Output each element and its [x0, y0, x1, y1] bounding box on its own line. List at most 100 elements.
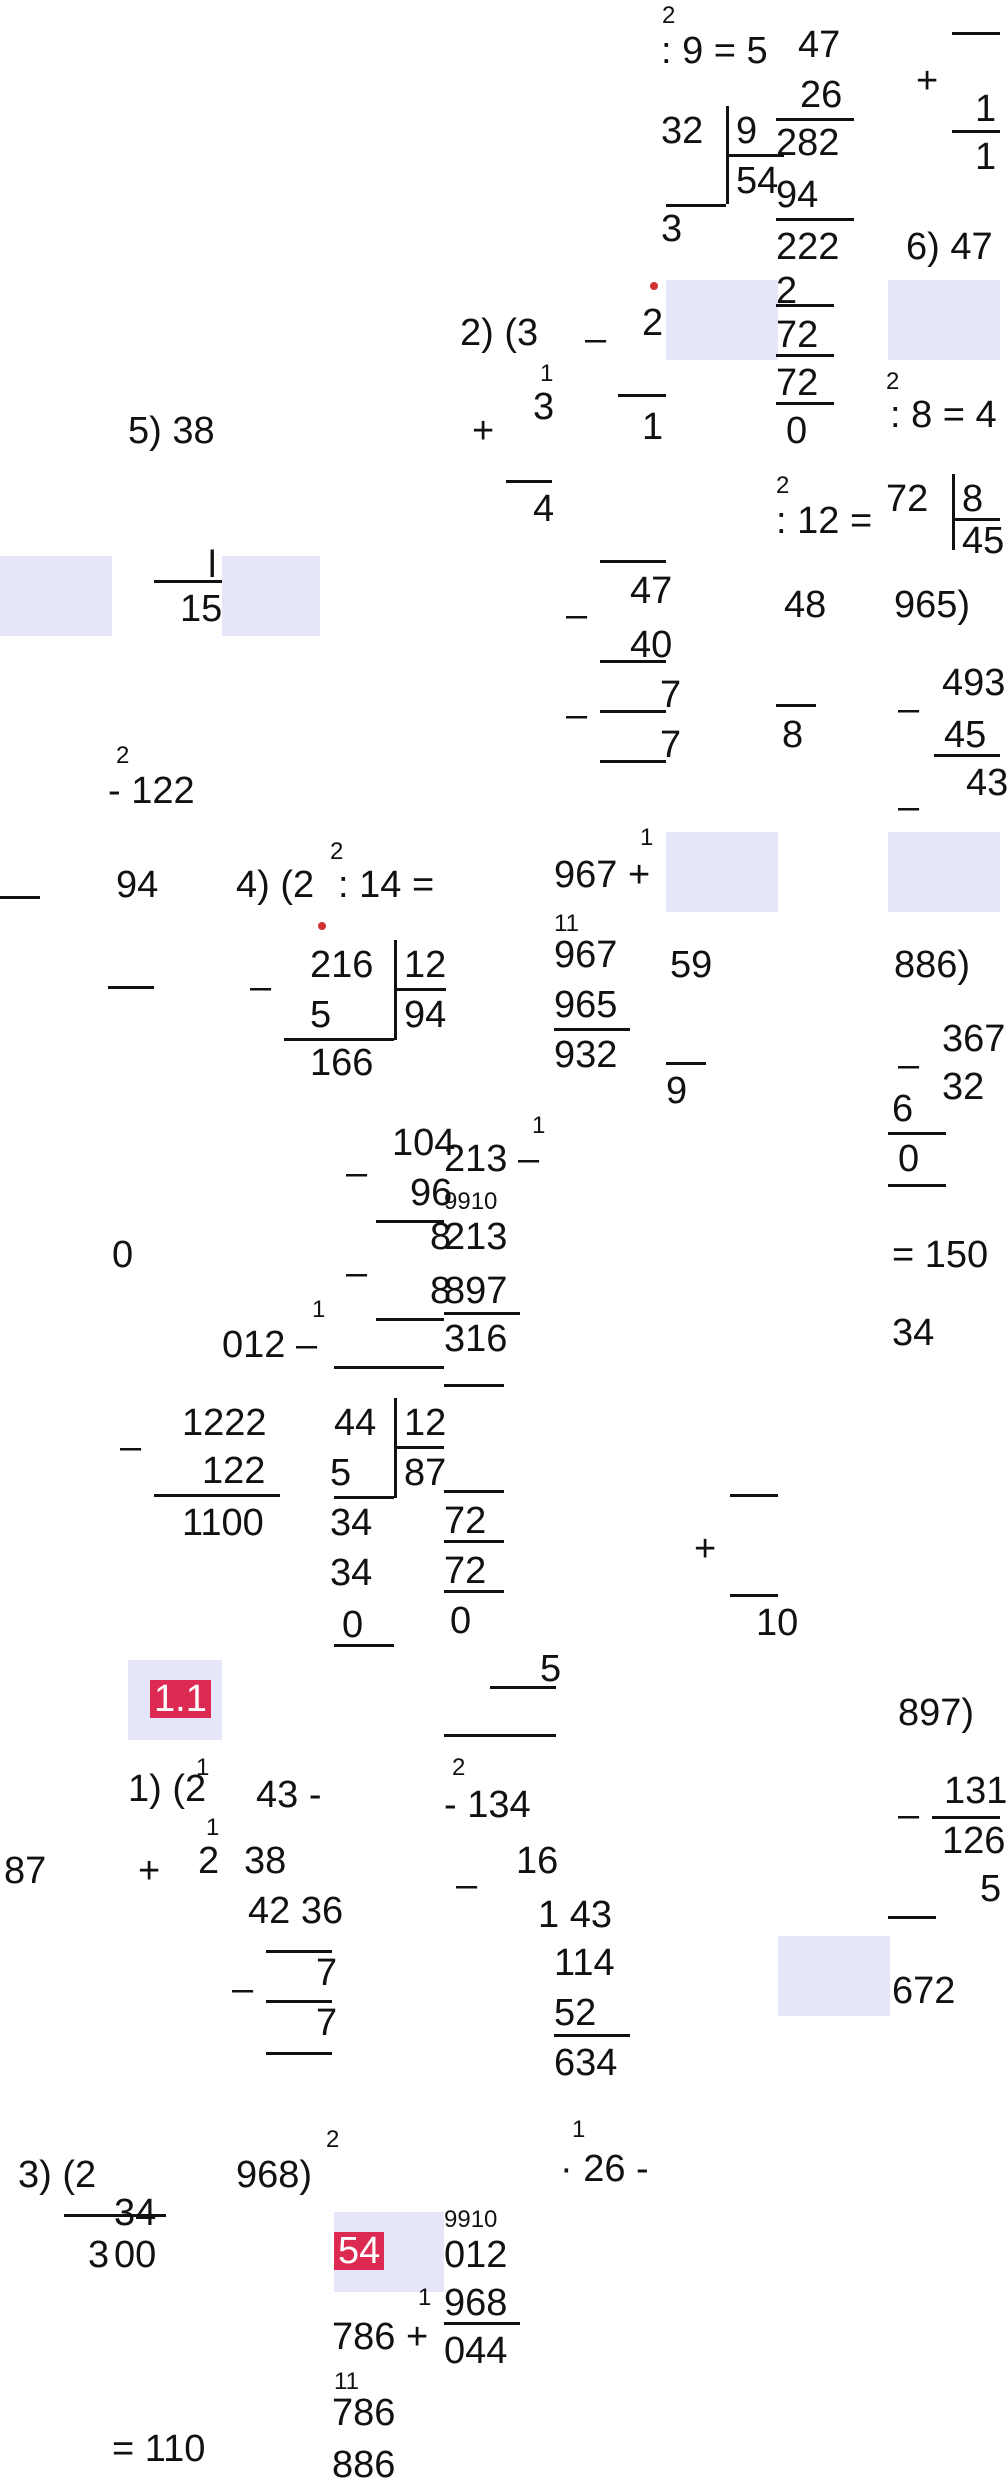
- arithmetic-text: –: [232, 1968, 254, 2010]
- arithmetic-text: 932: [554, 1034, 618, 1076]
- arithmetic-text: 8: [430, 1270, 452, 1312]
- arithmetic-text: 114: [554, 1942, 615, 1984]
- arithmetic-text: 897: [444, 1270, 508, 1312]
- arithmetic-text: 126: [942, 1820, 1006, 1862]
- rule-line: [108, 986, 154, 989]
- arithmetic-text: 2: [662, 2, 676, 29]
- arithmetic-text: 0: [342, 1604, 364, 1646]
- arithmetic-text: 493: [942, 662, 1006, 704]
- arithmetic-text: 2: [452, 1754, 466, 1781]
- arithmetic-text: l: [208, 544, 217, 586]
- rule-line: [776, 118, 854, 121]
- arithmetic-text: 43 -: [256, 1774, 322, 1816]
- arithmetic-text: 7: [316, 1952, 338, 1994]
- arithmetic-text: 1: [640, 824, 654, 851]
- rule-line: [154, 580, 222, 583]
- highlight-block: [888, 280, 1000, 360]
- arithmetic-text: 3) (2: [18, 2154, 97, 2196]
- arithmetic-text: 672: [892, 1970, 956, 2012]
- arithmetic-text: 8: [430, 1216, 452, 1258]
- arithmetic-text: 2: [326, 2126, 340, 2153]
- arithmetic-text: 44: [334, 1402, 377, 1444]
- arithmetic-text: 00: [114, 2234, 157, 2276]
- arithmetic-text: 786: [332, 2392, 396, 2434]
- arithmetic-text: : 14 =: [338, 864, 435, 906]
- arithmetic-text: 34: [330, 1502, 373, 1544]
- rule-line: [0, 896, 40, 899]
- rule-line: [266, 2052, 332, 2055]
- arithmetic-text: 2: [776, 472, 790, 499]
- rule-line: [154, 1494, 280, 1497]
- arithmetic-text: 11: [554, 910, 579, 937]
- arithmetic-text: 1: [312, 1296, 326, 1323]
- rule-line: [284, 1038, 394, 1041]
- arithmetic-text: 26: [800, 74, 843, 116]
- arithmetic-text: 6: [892, 1088, 914, 1130]
- arithmetic-text: 897): [898, 1692, 975, 1734]
- arithmetic-text: = 150: [892, 1234, 989, 1276]
- arithmetic-text: 8: [962, 478, 984, 520]
- arithmetic-text: 122: [202, 1450, 266, 1492]
- arithmetic-text: +: [138, 1850, 161, 1892]
- rule-line: [600, 760, 666, 763]
- rule-line: [666, 1062, 706, 1065]
- highlight-block: [0, 556, 112, 636]
- arithmetic-text: –: [566, 594, 588, 636]
- arithmetic-text: 213 –: [444, 1138, 540, 1180]
- rule-line: [490, 1686, 556, 1689]
- arithmetic-text: 94: [776, 174, 819, 216]
- arithmetic-text: 0: [450, 1600, 472, 1642]
- arithmetic-text: 012 –: [222, 1324, 318, 1366]
- arithmetic-text: –: [585, 318, 607, 360]
- arithmetic-text: 48: [784, 584, 827, 626]
- arithmetic-text: 9910: [444, 1188, 498, 1215]
- rule-line: [444, 1384, 504, 1387]
- arithmetic-text: 965): [894, 584, 971, 626]
- arithmetic-text: 94: [404, 994, 447, 1036]
- rule-line: [266, 1950, 332, 1953]
- arithmetic-text: +: [694, 1528, 717, 1570]
- arithmetic-text: 0: [898, 1138, 920, 1180]
- arithmetic-text: 967 +: [554, 854, 651, 896]
- arithmetic-text: 94: [116, 864, 159, 906]
- arithmetic-text: –: [566, 694, 588, 736]
- division-bracket: [394, 988, 446, 991]
- rule-line: [776, 218, 854, 221]
- arithmetic-text: 131: [944, 1770, 1008, 1812]
- arithmetic-text: –: [120, 1426, 142, 1468]
- arithmetic-text: 886: [332, 2444, 396, 2486]
- arithmetic-text: 10: [756, 1602, 799, 1644]
- highlight-block: [778, 1936, 890, 2016]
- rule-line: [888, 1916, 936, 1919]
- arithmetic-text: 1: [532, 1112, 546, 1139]
- arithmetic-text: 1: [540, 360, 554, 387]
- arithmetic-text: 5) 38: [128, 410, 215, 452]
- arithmetic-text: –: [346, 1252, 368, 1294]
- arithmetic-text: 38: [244, 1840, 287, 1882]
- rule-line: [444, 1734, 556, 1737]
- rule-line: [776, 354, 834, 357]
- arithmetic-text: 2: [642, 302, 664, 344]
- arithmetic-text: = 110: [112, 2428, 206, 2470]
- arithmetic-text: 47: [630, 570, 673, 612]
- rule-line: [666, 204, 726, 207]
- rule-line: [600, 710, 666, 713]
- arithmetic-text: 5: [980, 1868, 1002, 1910]
- rule-line: [376, 1220, 444, 1223]
- arithmetic-text: : 9 = 5: [661, 30, 768, 72]
- arithmetic-text: –: [346, 1152, 368, 1194]
- rule-line: [444, 1540, 504, 1543]
- rule-line: [444, 1590, 504, 1593]
- highlight-block: [666, 832, 778, 912]
- rule-line: [444, 1490, 504, 1493]
- arithmetic-text: 59: [670, 944, 713, 986]
- highlight-block: [222, 556, 320, 636]
- arithmetic-text: 222: [776, 226, 840, 268]
- arithmetic-text: 96: [410, 1172, 453, 1214]
- arithmetic-text: 1: [206, 1814, 220, 1841]
- answer-badge: 1.1: [150, 1680, 211, 1718]
- marker-dot: [318, 922, 326, 930]
- arithmetic-text: 15: [180, 588, 223, 630]
- arithmetic-text: 4: [533, 488, 555, 530]
- arithmetic-text: 282: [776, 122, 840, 164]
